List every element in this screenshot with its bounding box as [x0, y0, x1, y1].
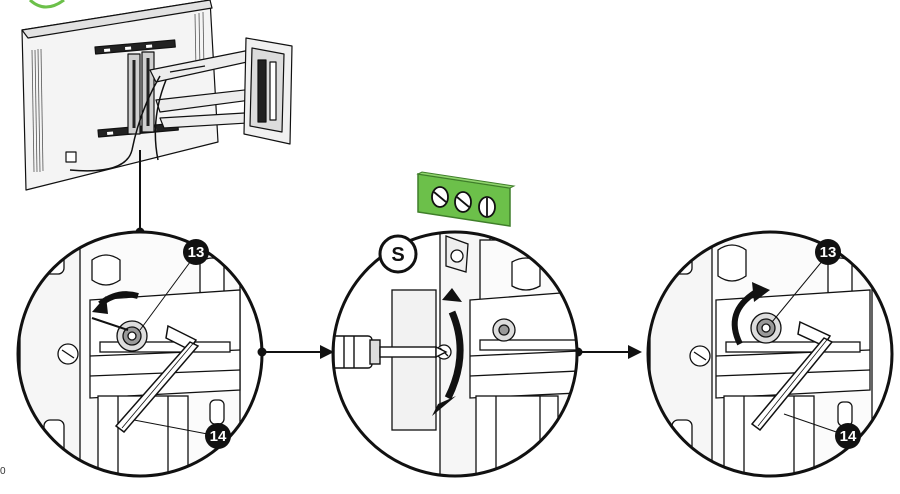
rotation-arrow-icon [731, 282, 770, 346]
s-badge-icon: S [378, 234, 418, 274]
arrow-panel2-to-panel3 [573, 345, 642, 359]
callout-label: 13 [188, 244, 205, 261]
detail-panel-3: 13 14 [646, 230, 894, 478]
hex-key-icon [750, 320, 834, 432]
callout-14-p3: 14 [783, 413, 861, 449]
detail-panel-1: 13 14 [16, 230, 264, 478]
callout-label: 14 [840, 428, 857, 445]
rotation-arrow-icon [432, 288, 464, 416]
page-number: 0 [0, 466, 6, 477]
tv-mount-overview [21, 0, 293, 237]
rotation-arrow-icon [91, 291, 139, 331]
callout-13-p3: 13 [771, 239, 841, 323]
callout-label: 13 [820, 244, 837, 261]
screwdriver-icon [333, 335, 448, 369]
step-badge-label: S [391, 244, 404, 266]
detail-panel-2: S [331, 230, 579, 478]
callout-13-p1: 13 [139, 239, 209, 331]
callout-14-p1: 14 [133, 419, 231, 449]
callout-label: 14 [210, 428, 227, 445]
hex-key-icon [114, 324, 200, 434]
arrow-panel1-to-panel2 [257, 345, 334, 359]
level-icon [416, 171, 516, 227]
